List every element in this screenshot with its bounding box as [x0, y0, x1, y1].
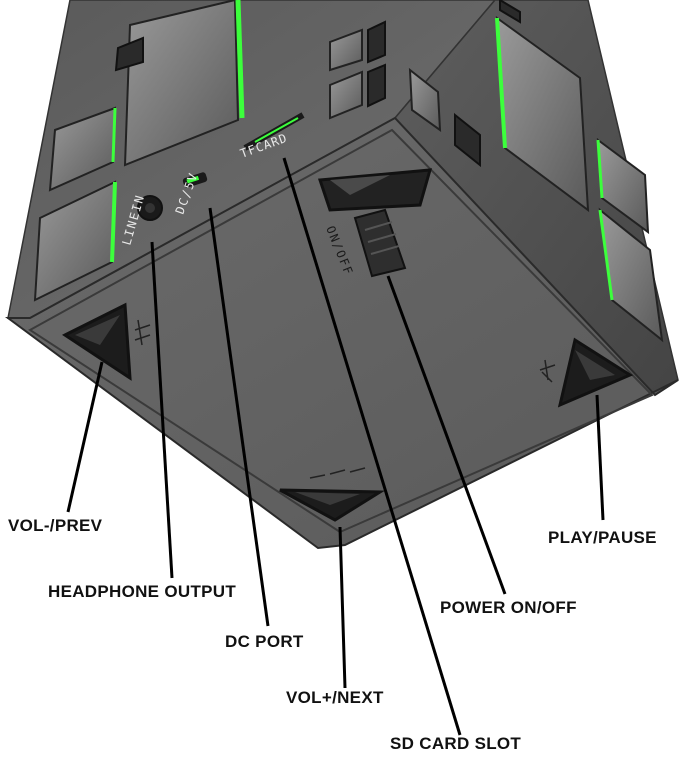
callout-vol-plus-next: VOL+/NEXT — [286, 688, 384, 707]
bottom-face-rim — [28, 128, 654, 534]
leader-power-on-off — [386, 275, 507, 595]
leader-headphone-output — [150, 241, 174, 579]
right-face-panels — [408, 0, 664, 343]
leader-vol-minus-prev — [66, 361, 104, 513]
callout-lines — [66, 157, 605, 736]
callout-vol-minus-prev: VOL-/PREV — [8, 516, 103, 535]
leader-dc-port — [208, 207, 270, 627]
callout-sd-card-slot: SD CARD SLOT — [390, 734, 522, 753]
callout-headphone-output: HEADPHONE OUTPUT — [48, 582, 237, 601]
callout-dc-port: DC PORT — [225, 632, 304, 651]
leader-play-pause — [595, 394, 605, 521]
leader-sd-card-slot — [282, 157, 462, 736]
left-face-panels — [33, 0, 386, 302]
cube-bottom-face — [4, 116, 679, 550]
power-switch — [353, 208, 407, 278]
leader-vol-plus-next — [338, 526, 347, 689]
callout-power-on-off: POWER ON/OFF — [440, 598, 577, 617]
callout-play-pause: PLAY/PAUSE — [548, 528, 657, 547]
